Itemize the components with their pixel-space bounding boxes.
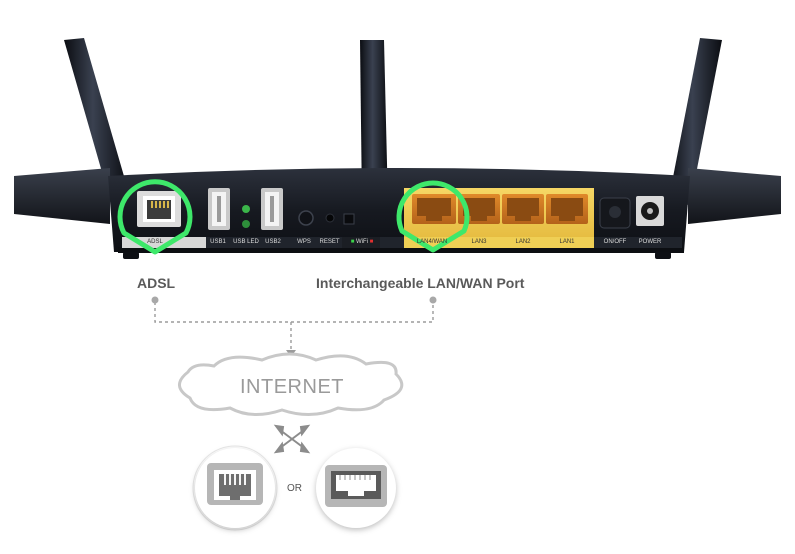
port-label-lan2: LAN2	[515, 239, 531, 245]
connector-lines	[154, 302, 434, 350]
usb1-port	[208, 188, 230, 230]
port-label-reset: RESET	[319, 239, 340, 245]
wifi-switch	[343, 213, 355, 225]
port-label-on-off: ON/OFF	[603, 239, 627, 245]
usb-led-indicators	[242, 205, 250, 228]
lan-wan-callout-label: Interchangeable LAN/WAN Port	[316, 275, 525, 291]
phone-jack-icon	[207, 463, 263, 505]
port-label-lan3: LAN3	[471, 239, 487, 245]
lan1-port	[546, 194, 588, 224]
port-label-wifi: ■ WiFi ■	[350, 239, 374, 245]
reset-pinhole	[325, 213, 335, 223]
port-label-lan4-wan: LAN4/WAN	[416, 239, 448, 245]
ethernet-port-option	[316, 448, 396, 528]
router-wing-left	[14, 168, 110, 224]
antenna-left	[64, 38, 128, 193]
swap-arrows-icon	[273, 424, 311, 454]
lan-wan-highlight-ring	[396, 180, 470, 253]
lan4-wan-port	[412, 194, 456, 224]
ethernet-port-icon	[325, 465, 387, 507]
lan-panel	[404, 188, 594, 248]
adsl-port	[137, 191, 181, 227]
port-label-lan1: LAN1	[559, 239, 575, 245]
port-label-power: POWER	[638, 239, 662, 245]
port-label-wps: WPS	[297, 239, 311, 245]
antenna-right	[668, 38, 722, 205]
port-label-usb1: USB1	[210, 239, 226, 245]
port-label-adsl: ADSL	[147, 239, 163, 245]
wps-button	[298, 210, 314, 226]
usb2-port	[261, 188, 283, 230]
phone-jack-option	[192, 445, 278, 531]
antenna-center	[360, 40, 388, 205]
adsl-highlight-ring	[117, 179, 193, 255]
port-label-usb-led: USB LED	[233, 239, 259, 245]
or-label: OR	[287, 483, 302, 494]
adsl-callout-label: ADSL	[137, 275, 176, 291]
internet-label: INTERNET	[240, 376, 344, 398]
port-label-wifi-text: WiFi	[356, 239, 368, 245]
cloud-icon	[178, 352, 404, 416]
lan2-port	[502, 194, 544, 224]
router-wing-right	[688, 168, 781, 224]
power-jack	[636, 196, 664, 226]
port-label-usb2: USB2	[265, 239, 281, 245]
